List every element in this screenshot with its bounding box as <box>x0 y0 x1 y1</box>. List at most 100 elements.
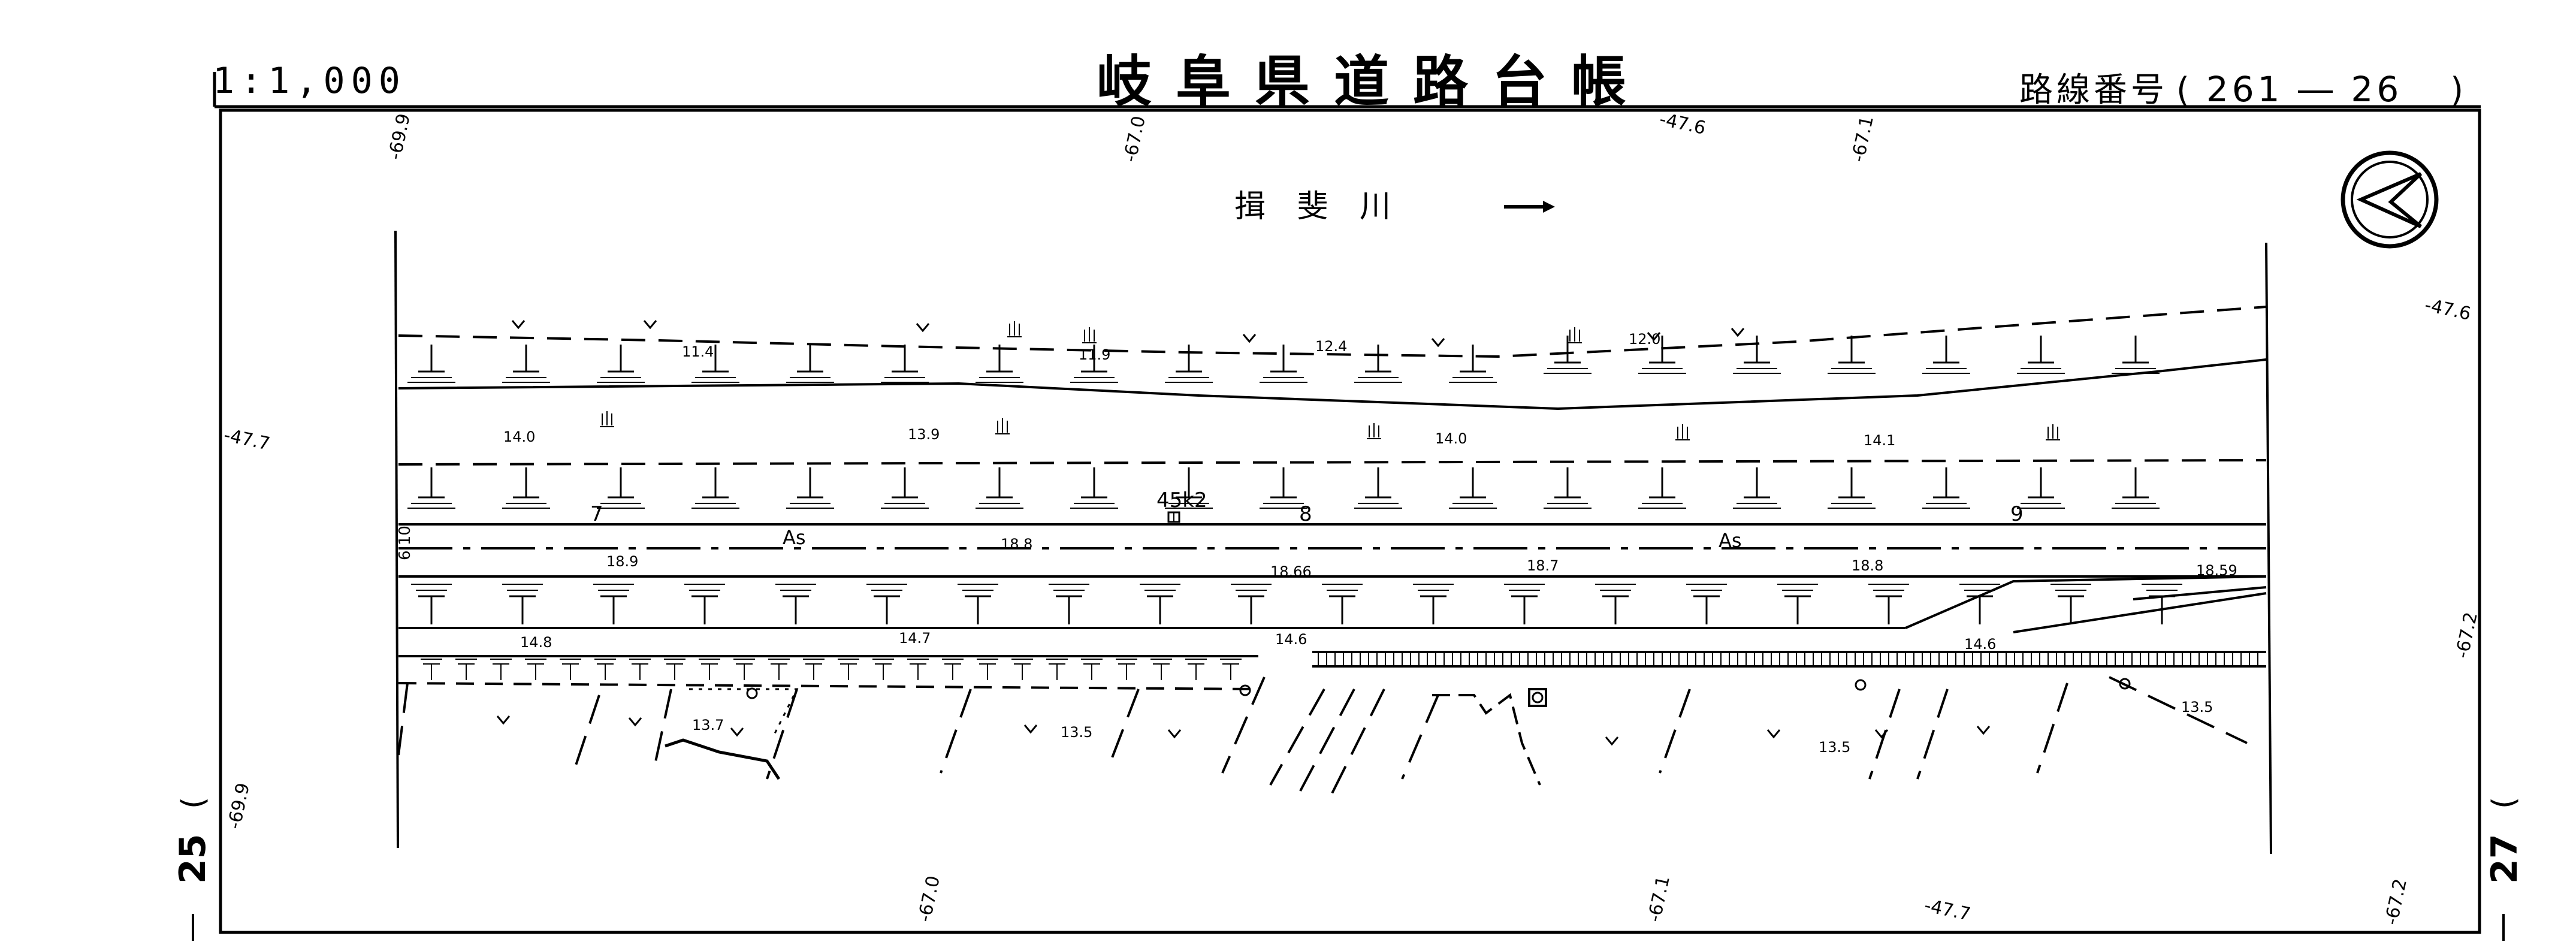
slope-symbol <box>872 659 894 680</box>
utility-pole-icon <box>1239 684 1251 696</box>
elevation-label: 13.7 <box>692 717 724 733</box>
elevation-label: 12.4 <box>1315 338 1347 355</box>
slope-symbol <box>907 659 929 680</box>
slope-symbol <box>1070 345 1118 383</box>
elevation-label: 18.8 <box>1852 557 1883 574</box>
elevation-label: 14.6 <box>1275 631 1307 648</box>
grid-label: -67.1 <box>1644 874 1674 923</box>
elevation-label: 14.0 <box>503 428 535 445</box>
slope-symbol <box>1185 659 1207 680</box>
slope-symbol <box>1220 659 1242 680</box>
slope-symbol <box>1150 659 1172 680</box>
slope-symbol <box>1165 345 1213 383</box>
slope-symbol <box>2142 584 2182 624</box>
grid-label: -47.7 <box>1922 895 1972 925</box>
adjacent-sheet-left-paren: ( <box>176 797 212 809</box>
slope-symbol <box>1595 584 1636 624</box>
reed-symbol <box>600 411 614 427</box>
elevation-label: 14.8 <box>520 634 552 651</box>
slope-symbol <box>942 659 964 680</box>
elevation-label: 18.9 <box>606 553 638 570</box>
slope-symbol <box>1046 659 1068 680</box>
slope-symbol <box>1733 336 1781 374</box>
slope-symbol <box>1413 584 1454 624</box>
vegetation-symbols <box>496 320 2060 746</box>
utility-pole-icon <box>2119 678 2131 690</box>
grid-label: -47.6 <box>2423 295 2472 325</box>
route-number: 261 ― 26 <box>2206 69 2403 110</box>
map-scale: 1:1,000 <box>213 60 406 102</box>
slope-symbol <box>1354 467 1402 509</box>
grid-label: -69.9 <box>224 781 254 831</box>
grass-symbol <box>1731 328 1745 337</box>
slope-symbol <box>629 659 651 680</box>
lot-boundaries <box>397 676 2248 798</box>
slope-symbol <box>411 584 452 624</box>
slope-symbol <box>977 659 998 680</box>
building-outline <box>1432 693 1541 786</box>
grid-label: -67.2 <box>2381 877 2411 926</box>
slope-symbol <box>1449 345 1497 383</box>
station-number: 8 <box>1299 502 1312 526</box>
manhole-icon <box>1528 688 1547 707</box>
slope-symbol <box>1070 467 1118 509</box>
slope-symbol <box>1165 467 1213 509</box>
slope-symbol <box>1260 345 1307 383</box>
elevation-label: 14.0 <box>1435 430 1467 447</box>
slope-symbol <box>1116 659 1137 680</box>
survey-limit-right <box>2265 242 2272 855</box>
slope-symbol <box>958 584 998 624</box>
elevation-label: 18.66 <box>1270 563 1312 580</box>
elevation-label: 11.9 <box>1079 346 1110 363</box>
slope-symbol <box>786 467 834 509</box>
utility-pole-icon <box>1855 679 1867 691</box>
grid-label: -67.2 <box>2452 610 2482 660</box>
slope-symbol <box>2112 467 2160 509</box>
grid-label: -47.7 <box>222 425 271 455</box>
elevation-label: 13.5 <box>2181 699 2213 715</box>
slope-symbol <box>560 659 581 680</box>
grass-symbol <box>916 323 930 333</box>
slope-symbols <box>407 336 2182 680</box>
page-title: 岐阜県道路台帳 <box>1097 49 1651 114</box>
grass-symbol <box>1167 729 1182 739</box>
station-number: 7 <box>590 502 603 526</box>
slope-symbol <box>1354 345 1402 383</box>
slope-symbol <box>803 659 825 680</box>
elevation-label: 18.59 <box>2196 562 2237 579</box>
map-frame <box>219 108 2481 934</box>
north-arrow-icon <box>2341 150 2439 249</box>
slope-symbol <box>525 659 546 680</box>
road-width-label: 6.10 <box>396 526 414 560</box>
slope-symbol <box>502 584 543 624</box>
slope-symbol <box>502 467 550 509</box>
elevation-label: 18.8 <box>1001 536 1032 552</box>
slope-symbol <box>1922 336 1970 374</box>
slope-symbol <box>664 659 685 680</box>
survey-limit-left <box>394 230 399 849</box>
slope-symbol <box>1544 336 1591 374</box>
slope-symbol <box>1868 584 1909 624</box>
slope-symbol <box>684 584 725 624</box>
slope-symbol <box>1544 467 1591 509</box>
reed-symbol <box>1367 423 1381 439</box>
slope-symbol <box>455 659 477 680</box>
slope-symbol <box>502 345 550 383</box>
slope-symbol <box>976 467 1023 509</box>
slope-symbol <box>597 345 645 383</box>
grass-symbol <box>496 715 511 725</box>
elevation-label: 13.5 <box>1819 739 1850 756</box>
slope-symbol <box>691 345 739 383</box>
slope-symbol <box>786 345 834 383</box>
grass-symbol <box>1242 334 1257 343</box>
shed-outline <box>665 738 781 780</box>
elevation-label: 13.9 <box>908 426 940 443</box>
slope-symbol <box>1959 584 2000 624</box>
reed-symbol <box>1007 321 1022 337</box>
slope-symbol <box>490 659 512 680</box>
reed-symbol <box>2046 424 2060 440</box>
slope-symbol <box>1449 467 1497 509</box>
slope-symbol <box>2017 336 2065 374</box>
slope-symbol <box>2112 336 2160 374</box>
